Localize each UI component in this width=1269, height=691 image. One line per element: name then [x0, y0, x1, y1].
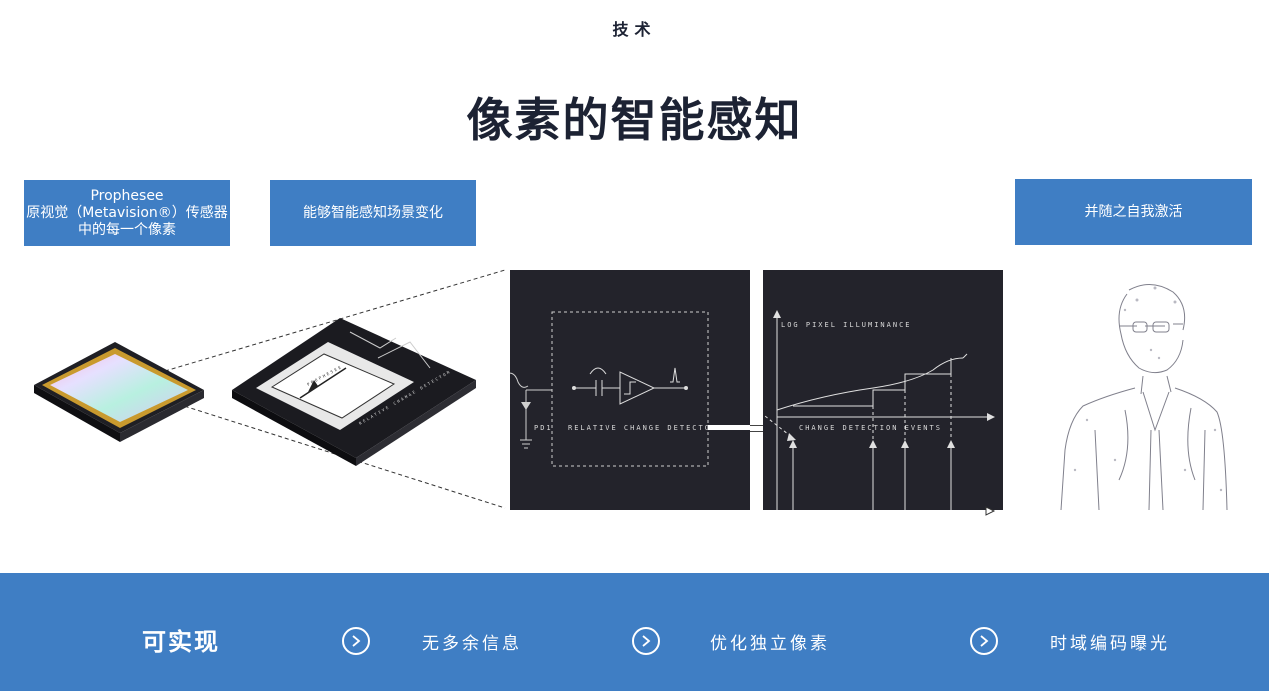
- graph-xlabel: CHANGE DETECTION EVENTS: [799, 424, 942, 432]
- chevron-right-icon: [970, 627, 998, 655]
- sensor-chip: [34, 342, 204, 442]
- caption-pixel-line2: 原视觉（Metavision®）传感器: [26, 204, 228, 221]
- panel-connector: [750, 425, 763, 432]
- footer-label: 可实现: [142, 628, 220, 656]
- circuit-panel: PD1 RELATIVE CHANGE DETECTOR: [510, 270, 750, 510]
- circuit-label: RELATIVE CHANGE DETECTOR: [568, 424, 717, 432]
- feature-text-1: 无多余信息: [422, 633, 522, 654]
- caption-pixel-line3: 中的每一个像素: [78, 221, 176, 238]
- feature-item-3: 时域编码曝光: [970, 627, 1170, 655]
- section-kicker: 技术: [612, 20, 657, 39]
- sensor-illustration: PROPHESEE RELATIVE CHANGE DETECTOR: [34, 269, 506, 509]
- event-portrait: [1060, 284, 1228, 510]
- chevron-right-icon: [632, 627, 660, 655]
- illuminance-graph-panel: LOG PIXEL ILLUMINANCE CHANGE DETECTION E…: [763, 270, 1003, 510]
- pd-label: PD1: [534, 424, 553, 432]
- chevron-right-icon: [342, 627, 370, 655]
- graph-end-arrow-icon: [985, 506, 996, 516]
- page-title: 像素的智能感知: [466, 93, 803, 147]
- caption-sense: 能够智能感知场景变化: [270, 180, 476, 246]
- feature-text-3: 时域编码曝光: [1050, 633, 1170, 654]
- caption-pixel: Prophesee 原视觉（Metavision®）传感器 中的每一个像素: [24, 180, 230, 246]
- feature-text-2: 优化独立像素: [710, 633, 830, 654]
- pixel-zoom: PROPHESEE RELATIVE CHANGE DETECTOR: [232, 318, 476, 466]
- caption-pixel-line1: Prophesee: [90, 187, 164, 204]
- feature-item-1: 无多余信息: [342, 627, 522, 655]
- caption-activate: 并随之自我激活: [1015, 179, 1252, 245]
- feature-item-2: 优化独立像素: [632, 627, 830, 655]
- graph-ylabel: LOG PIXEL ILLUMINANCE: [781, 321, 912, 329]
